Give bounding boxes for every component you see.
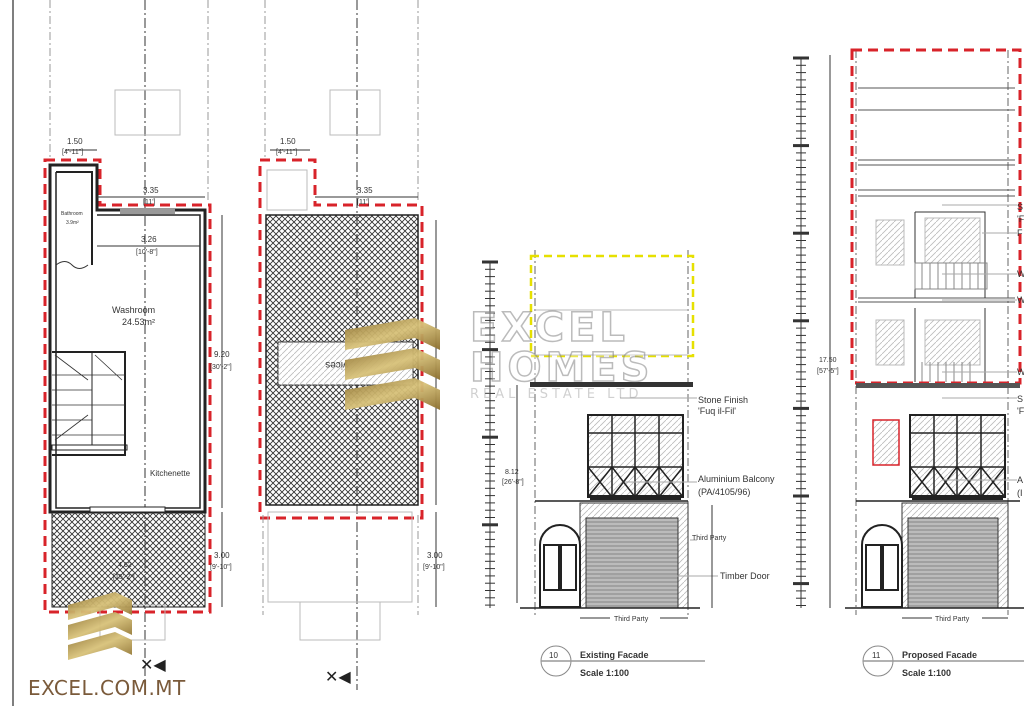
timber-door <box>539 524 581 608</box>
drawing-title-proposed: 11 Proposed Facade Scale 1:100 <box>862 645 1024 678</box>
dim-label: 3.26 <box>141 235 157 244</box>
annotation: W <box>1017 295 1024 305</box>
logo-text: EXCEL.COM.MT <box>28 676 186 700</box>
annotation: F <box>1017 228 1023 238</box>
annotation: (PA/4105/96) <box>698 487 750 497</box>
height-dim-imperial: [26'-8"] <box>502 479 524 486</box>
annotation: Third Party <box>692 535 727 542</box>
annotation: W <box>1017 367 1024 377</box>
dim-label: 1.50 <box>67 137 83 146</box>
dim-label: 3.35 <box>357 186 373 195</box>
annotation: (I <box>1017 488 1023 498</box>
room-label: Bathroom <box>61 211 83 217</box>
watermark-line-2: HOMES <box>469 345 654 391</box>
dim-label: 3.00 <box>214 551 230 560</box>
dim-label: [11'] <box>143 199 156 206</box>
upper-floor-windows <box>875 217 981 366</box>
level-ruler <box>793 56 809 608</box>
section-marker-icon: ✕◀ <box>325 669 351 686</box>
floor-plan-washroom: 1.50 [4'-11"] 3.35 [11'] 3.26 [10'-8"] 9… <box>43 0 232 690</box>
bottom-dim-label: Third Party <box>935 616 970 623</box>
bottom-dim-label: Third Party <box>614 616 649 623</box>
dim-label: 9.20 <box>214 350 230 359</box>
proposed-extension-outline <box>529 254 695 358</box>
watermark-line-3: REAL ESTATE LTD <box>470 387 643 402</box>
height-dim-imperial: [57'-5"] <box>817 368 839 375</box>
dim-label: [15'-2"] <box>113 574 135 581</box>
annotation: 'F <box>1017 406 1024 416</box>
site-boundary <box>258 158 424 520</box>
room-area: 24.53m² <box>122 317 155 327</box>
dim-label: [10'-8"] <box>136 249 158 256</box>
balcony <box>909 414 1006 500</box>
dim-label: 3.35 <box>143 186 159 195</box>
height-dim: 8.12 <box>505 469 519 476</box>
drawing-title: Existing Facade <box>580 650 649 660</box>
existing-facade: 8.12 [26'-8"] Third Party Stone Finish '… <box>482 250 775 678</box>
room-area: 3.9m² <box>66 220 79 226</box>
drawing-title: Proposed Facade <box>902 650 977 660</box>
dim-label: 4.62 <box>118 562 132 569</box>
dim-label: [30'-2"] <box>210 364 232 371</box>
section-marker-icon: ✕◀ <box>140 657 166 674</box>
dim-label: [11'] <box>357 199 370 206</box>
watermark-text: EXCEL HOMES REAL ESTATE LTD <box>469 305 654 402</box>
balcony <box>587 414 684 500</box>
excel-logo-icon <box>68 592 132 660</box>
staircase <box>51 351 128 456</box>
annotation: S <box>1017 394 1023 404</box>
watermark-logo-icon <box>345 318 440 410</box>
proposed-facade: 17.50 [57'-5"] Third P <box>793 48 1024 678</box>
site-boundary <box>43 158 212 614</box>
annotation: S <box>1017 202 1023 212</box>
drawing-title-existing: 10 Existing Facade Scale 1:100 <box>540 645 705 678</box>
garage-door <box>585 517 679 609</box>
annotation: 'F <box>1017 214 1024 224</box>
annotation: A <box>1017 475 1023 485</box>
dim-label: [9'-10"] <box>423 564 445 571</box>
timber-door <box>861 524 903 608</box>
drawing-number: 10 <box>549 651 558 660</box>
garage-door <box>907 517 999 609</box>
drawing-scale: Scale 1:100 <box>580 668 629 678</box>
room-label: Washroom <box>112 305 155 315</box>
dim-label: [9'-10"] <box>210 564 232 571</box>
annotation: Timber Door <box>720 571 770 581</box>
terrace-hatch <box>51 511 206 608</box>
dim-label: [4'-11"] <box>276 149 297 156</box>
new-window <box>872 419 900 466</box>
height-dim: 17.50 <box>819 357 837 364</box>
dim-label: 3.00 <box>427 551 443 560</box>
dim-label: 1.50 <box>280 137 296 146</box>
room-label: Kitchenette <box>150 469 191 478</box>
annotation: W <box>1017 269 1024 279</box>
level-ruler <box>482 260 498 608</box>
annotation: Aluminium Balcony <box>698 474 775 484</box>
drawing-scale: Scale 1:100 <box>902 668 951 678</box>
watermark-line-1: EXCEL <box>469 305 629 351</box>
annotation: 'Fuq il-Fil' <box>698 406 736 416</box>
dim-label: [4'-11"] <box>62 149 83 156</box>
drawing-number: 11 <box>872 651 881 660</box>
services-label: vices <box>325 359 348 370</box>
annotation: Stone Finish <box>698 395 748 405</box>
